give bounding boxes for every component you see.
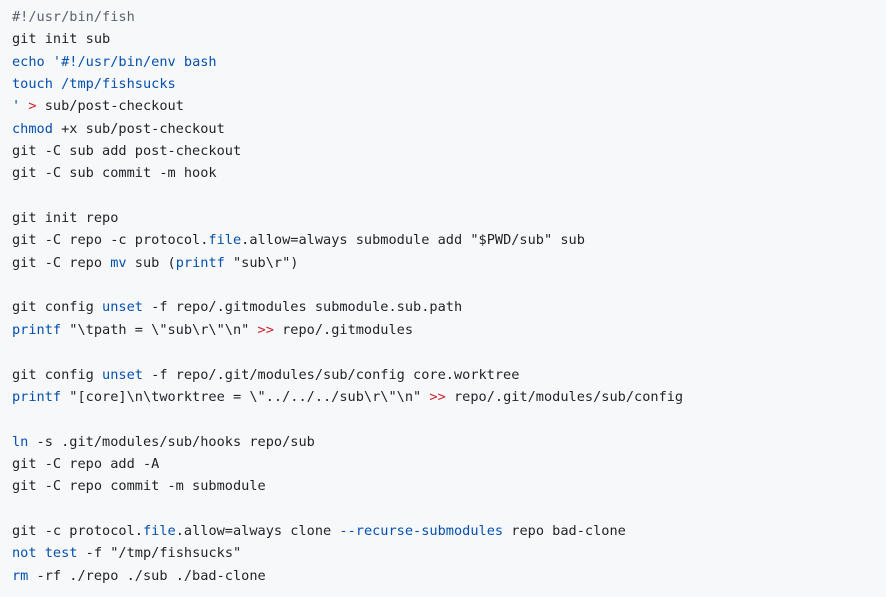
code-token-plain: git config <box>12 366 103 383</box>
code-token-builtin: file <box>208 232 242 249</box>
code-token-redir: >> <box>429 388 446 405</box>
code-token-builtin: ln <box>12 433 29 450</box>
code-token-plain: repo bad-clone <box>503 522 626 539</box>
code-token-plain: git -C repo commit -m submodule <box>12 478 266 495</box>
code-token-builtin: rm <box>12 567 29 584</box>
code-line-blank <box>12 185 874 207</box>
code-line: ln -s .git/modules/sub/hooks repo/sub <box>12 431 874 453</box>
code-token-plain: "\tpath = \"sub\r\"\n" <box>61 321 258 338</box>
code-token-builtin: printf <box>12 321 62 338</box>
code-token-plain <box>37 545 45 561</box>
code-token-plain: sub/post-checkout <box>44 98 184 115</box>
code-line: echo '#!/usr/bin/env bash <box>12 51 874 73</box>
code-token-plain: .allow=always clone <box>175 522 340 539</box>
code-token-builtin: touch /tmp/fishsucks <box>12 76 176 93</box>
code-token-plain: git -C repo add -A <box>12 455 160 472</box>
code-token-builtin: unset <box>102 366 143 383</box>
code-token-plain: git -C sub commit -m hook <box>12 165 217 182</box>
code-line: git -C repo -c protocol.file.allow=alway… <box>12 229 874 251</box>
code-line: chmod +x sub/post-checkout <box>12 118 874 140</box>
code-token-plain: git init sub <box>12 31 111 48</box>
code-token-builtin: chmod <box>12 120 53 137</box>
code-line: touch /tmp/fishsucks <box>12 73 874 95</box>
code-token-plain: sub ( <box>126 254 176 271</box>
code-line: git init repo <box>12 207 874 229</box>
code-token-plain: git -C repo <box>12 254 111 271</box>
code-line: printf "[core]\n\tworktree = \"../../../… <box>12 386 874 408</box>
code-token-plain: -f repo/.gitmodules submodule.sub.path <box>142 299 463 316</box>
code-token-plain: .allow=always submodule add "$PWD/sub" s… <box>241 232 585 249</box>
code-line-blank <box>12 341 874 363</box>
code-token-plain: git -C repo -c protocol. <box>12 232 209 249</box>
code-line: git -C repo add -A <box>12 453 874 475</box>
code-token-plain: git init repo <box>12 210 119 227</box>
code-token-plain: repo/.gitmodules <box>273 321 414 338</box>
code-token-builtin: '#!/usr/bin/env bash <box>44 53 217 70</box>
code-token-builtin: --recurse-submodules <box>339 522 504 539</box>
code-line: git config unset -f repo/.gitmodules sub… <box>12 296 874 318</box>
code-token-redir: >> <box>257 321 274 338</box>
code-line: #!/usr/bin/fish <box>12 6 874 28</box>
code-token-plain: -f "/tmp/fishsucks" <box>77 545 242 562</box>
code-token-plain: -s .git/modules/sub/hooks repo/sub <box>28 433 315 450</box>
code-token-builtin: ' <box>12 98 21 115</box>
code-token-plain: git -C sub add post-checkout <box>12 143 242 160</box>
code-token-builtin: not <box>12 545 37 562</box>
code-token-comment: #!/usr/bin/fish <box>12 9 135 25</box>
code-line: git -C sub add post-checkout <box>12 140 874 162</box>
code-line: git -C repo mv sub (printf "sub\r") <box>12 252 874 274</box>
code-token-plain: +x sub/post-checkout <box>52 120 225 137</box>
code-token-plain: git -c protocol. <box>12 522 143 539</box>
code-token-builtin: printf <box>12 388 62 405</box>
code-line: git -C repo commit -m submodule <box>12 475 874 497</box>
code-token-plain: -rf ./repo ./sub ./bad-clone <box>28 567 266 584</box>
code-line-blank <box>12 498 874 520</box>
code-line: git -C sub commit -m hook <box>12 162 874 184</box>
code-token-plain: -f repo/.git/modules/sub/config core.wor… <box>142 366 520 383</box>
code-line-blank <box>12 274 874 296</box>
code-token-builtin: mv <box>110 254 127 271</box>
code-token-plain: "sub\r") <box>224 254 299 271</box>
code-token-plain: git config <box>12 299 103 316</box>
code-line: git config unset -f repo/.git/modules/su… <box>12 364 874 386</box>
code-token-plain: repo/.git/modules/sub/config <box>445 388 684 405</box>
code-token-builtin: echo <box>12 53 45 70</box>
code-token-builtin: test <box>44 545 78 562</box>
code-line: git -c protocol.file.allow=always clone … <box>12 520 874 542</box>
code-line: rm -rf ./repo ./sub ./bad-clone <box>12 565 874 587</box>
code-line-blank <box>12 408 874 430</box>
code-token-builtin: printf <box>175 254 225 271</box>
code-token-builtin: unset <box>102 299 143 316</box>
code-line: not test -f "/tmp/fishsucks" <box>12 542 874 564</box>
code-token-plain: "[core]\n\tworktree = \"../../../sub\r\"… <box>61 388 430 405</box>
code-token-builtin: file <box>142 522 176 539</box>
code-token-redir: > <box>20 98 45 115</box>
code-line: git init sub <box>12 28 874 50</box>
code-line: ' > sub/post-checkout <box>12 95 874 117</box>
code-line: printf "\tpath = \"sub\r\"\n" >> repo/.g… <box>12 319 874 341</box>
